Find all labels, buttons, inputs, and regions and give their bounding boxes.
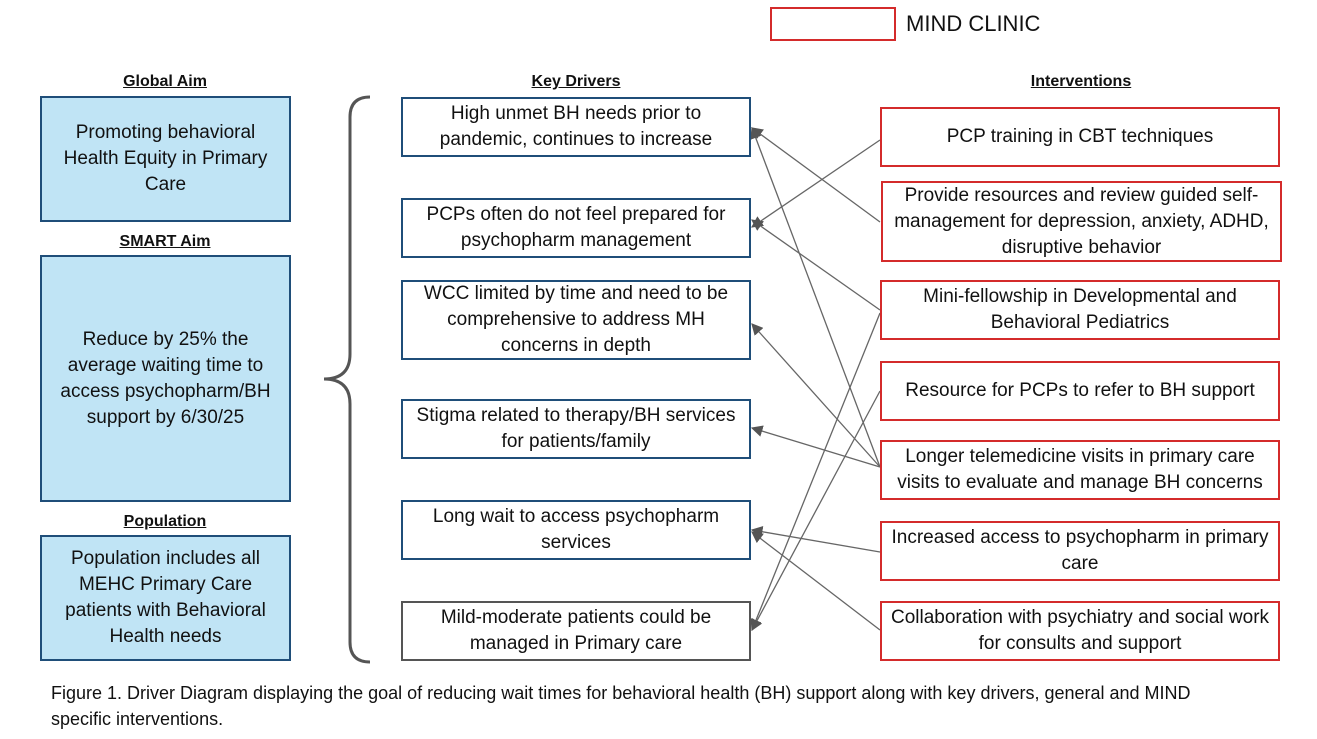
intervention-text: Provide resources and review guided self… (894, 184, 1269, 258)
legend-swatch (770, 7, 896, 41)
global-aim-heading: Global Aim (123, 73, 207, 90)
connector-line (751, 531, 881, 631)
connector-line (751, 323, 881, 468)
smart-aim-heading: SMART Aim (119, 233, 211, 250)
intervention-box: Provide resources and review guided self… (881, 181, 1282, 262)
intervention-text: Collaboration with psychiatry and social… (890, 607, 1270, 654)
legend-label: MIND CLINIC (906, 11, 1041, 36)
intervention-text: PCP training in CBT techniques (946, 126, 1214, 147)
driver-box: High unmet BH needs prior to pandemic, c… (401, 97, 751, 157)
intervention-text: Mini-fellowship in Developmental and Beh… (923, 286, 1237, 333)
smart-aim-text: Reduce by 25% the average waiting time t… (60, 328, 271, 428)
figure-caption: Figure 1. Driver Diagram displaying the … (51, 683, 1191, 729)
intervention-box: PCP training in CBT techniques (880, 107, 1280, 167)
driver-box: Mild-moderate patients could be managed … (401, 601, 751, 661)
driver-box: Long wait to access psychopharm services (401, 500, 751, 560)
key-drivers-heading: Key Drivers (531, 73, 621, 90)
driver-text: Long wait to access psychopharm services (432, 506, 720, 553)
driver-text: High unmet BH needs prior to pandemic, c… (439, 103, 713, 150)
driver-text: WCC limited by time and need to be compr… (423, 283, 729, 356)
connector-line (750, 526, 881, 553)
connector-line (750, 126, 881, 468)
curly-brace (323, 95, 371, 664)
driver-text: PCPs often do not feel prepared for psyc… (426, 204, 726, 251)
global-aim-box: Promoting behavioral Health Equity in Pr… (40, 96, 291, 222)
driver-box: PCPs often do not feel prepared for psyc… (401, 198, 751, 258)
global-aim-text: Promoting behavioral Health Equity in Pr… (63, 122, 268, 195)
connector-line (751, 390, 881, 632)
smart-aim-box: Reduce by 25% the average waiting time t… (40, 255, 291, 502)
intervention-box: Longer telemedicine visits in primary ca… (880, 440, 1280, 500)
intervention-text: Increased access to psychopharm in prima… (891, 527, 1269, 574)
connector-line (751, 219, 881, 311)
driver-box: Stigma related to therapy/BH services fo… (401, 399, 751, 459)
interventions-heading: Interventions (1030, 73, 1132, 90)
intervention-box: Increased access to psychopharm in prima… (880, 521, 1280, 581)
driver-box: WCC limited by time and need to be compr… (401, 280, 751, 360)
connector-line (750, 312, 881, 632)
intervention-box: Resource for PCPs to refer to BH support (880, 361, 1280, 421)
intervention-text: Resource for PCPs to refer to BH support (905, 380, 1255, 401)
connector-line (751, 127, 881, 223)
intervention-text: Longer telemedicine visits in primary ca… (897, 446, 1263, 493)
population-box: Population includes all MEHC Primary Car… (40, 535, 291, 661)
population-heading: Population (123, 513, 207, 530)
driver-text: Mild-moderate patients could be managed … (440, 607, 712, 654)
connector-line (751, 139, 881, 228)
intervention-box: Mini-fellowship in Developmental and Beh… (880, 280, 1280, 340)
intervention-box: Collaboration with psychiatry and social… (880, 601, 1280, 661)
driver-text: Stigma related to therapy/BH services fo… (416, 405, 736, 452)
connector-line (750, 425, 881, 468)
population-text: Population includes all MEHC Primary Car… (65, 548, 266, 647)
